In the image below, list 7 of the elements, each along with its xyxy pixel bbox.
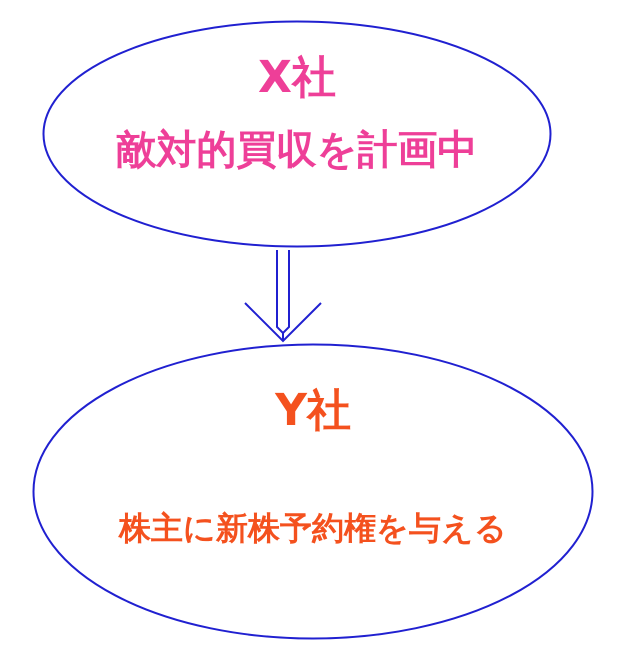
company-name: Y社: [275, 384, 351, 438]
description-text: 敵対的買収を計画中: [116, 126, 478, 175]
company-name: X社: [258, 51, 336, 105]
double-arrow: [244, 249, 322, 342]
description-text: 株主に新株予約権を与える: [119, 508, 507, 548]
ellipse-node: [32, 343, 594, 640]
ellipse-node: [42, 20, 552, 248]
